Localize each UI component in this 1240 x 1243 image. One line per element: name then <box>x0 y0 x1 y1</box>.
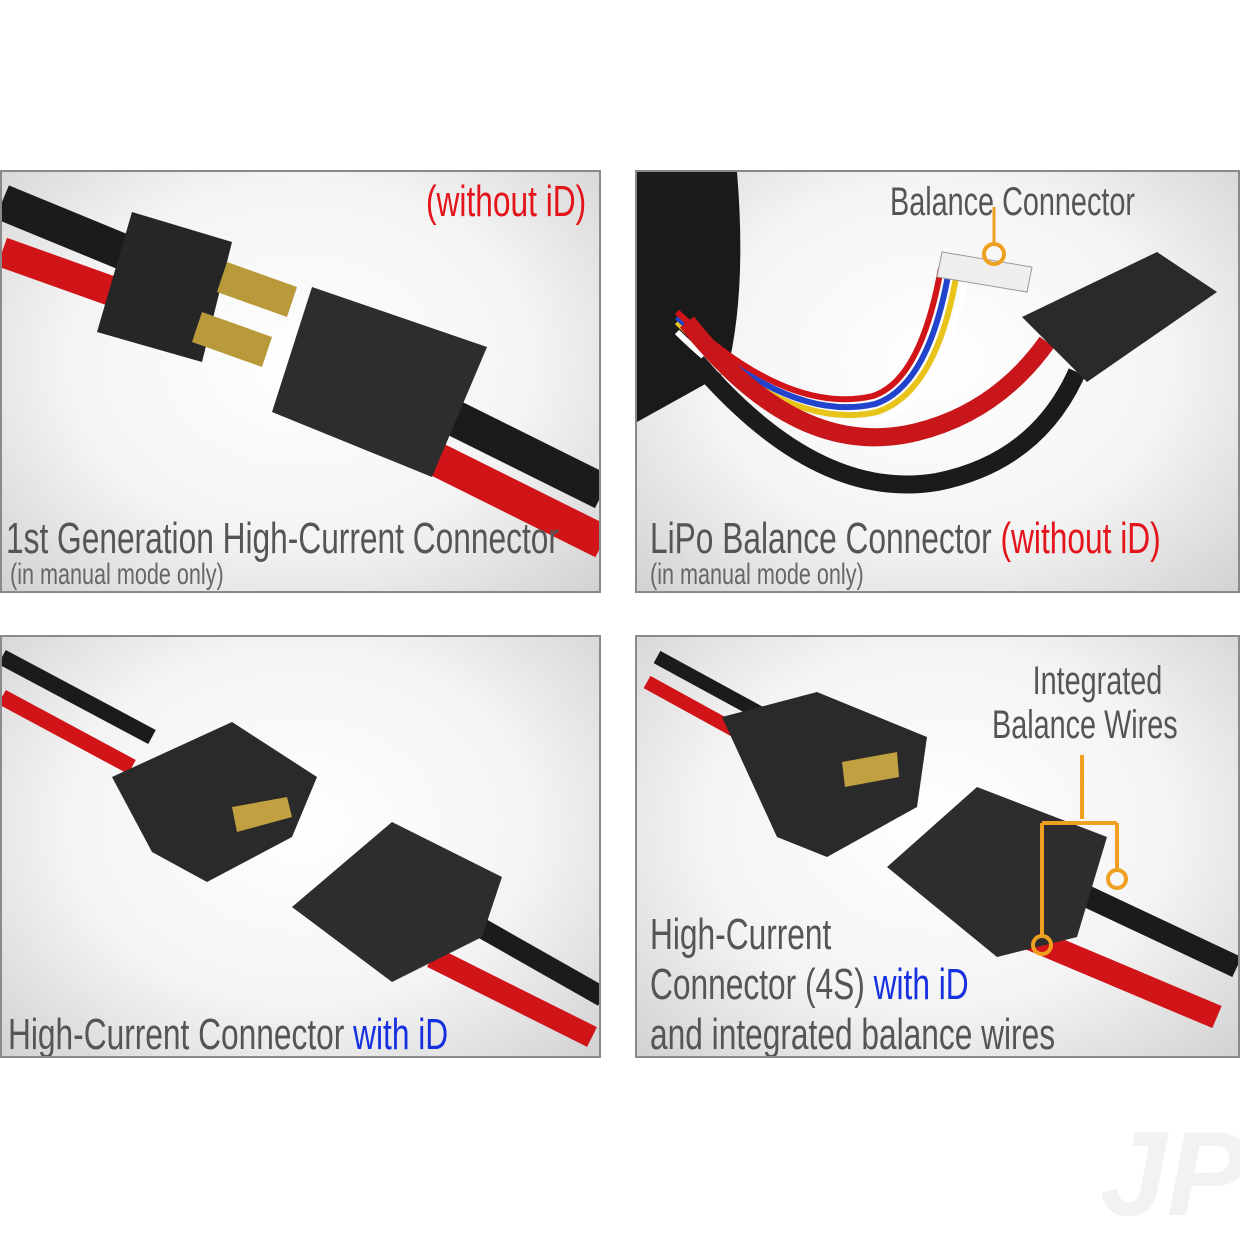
panel-lipo-balance-connector: Balance Connector LiPo Balance Connector… <box>635 170 1240 593</box>
panel-high-current-with-id: High-Current Connector with iD <box>0 635 601 1058</box>
panel-title-line1: High-Current <box>650 910 832 959</box>
with-id-tag: with iD <box>353 1010 449 1058</box>
panel-1st-gen-connector: (without iD) 1st Generation High-Current… <box>0 170 601 593</box>
connector-illustration <box>643 650 1238 1029</box>
panel-title-line2: Connector (4S) with iD <box>650 963 969 1007</box>
connector-illustration <box>2 185 599 558</box>
panel-title-line3: and integrated balance wires <box>650 1010 1056 1058</box>
without-id-tag: (without iD) <box>1000 514 1161 563</box>
panel-4s-with-id: Integrated Balance Wires High-Current Co… <box>635 635 1240 1058</box>
panel-subtitle: (in manual mode only) <box>650 558 864 591</box>
panel-title-text: Connector (4S) <box>650 960 865 1009</box>
panel-title: High-Current Connector with iD <box>8 1013 448 1057</box>
watermark-logo: JP <box>1100 1107 1240 1241</box>
battery-illustration <box>637 172 1217 494</box>
panel-title: 1st Generation High-Current Connector <box>6 514 559 563</box>
panel-title: LiPo Balance Connector (without iD) <box>650 517 1161 561</box>
panel-title-text: High-Current Connector <box>8 1010 345 1058</box>
integrated-balance-wires-callout: Integrated Balance Wires <box>992 659 1178 747</box>
panel-subtitle: (in manual mode only) <box>10 558 224 591</box>
callout-line1: Integrated <box>1032 659 1163 703</box>
panel-title-text: LiPo Balance Connector <box>650 514 992 563</box>
balance-connector-callout: Balance Connector <box>890 180 1135 224</box>
with-id-tag: with iD <box>873 960 969 1009</box>
callout-line2: Balance Wires <box>992 703 1178 747</box>
without-id-tag: (without iD) <box>426 177 587 226</box>
connector-illustration <box>2 649 599 1047</box>
